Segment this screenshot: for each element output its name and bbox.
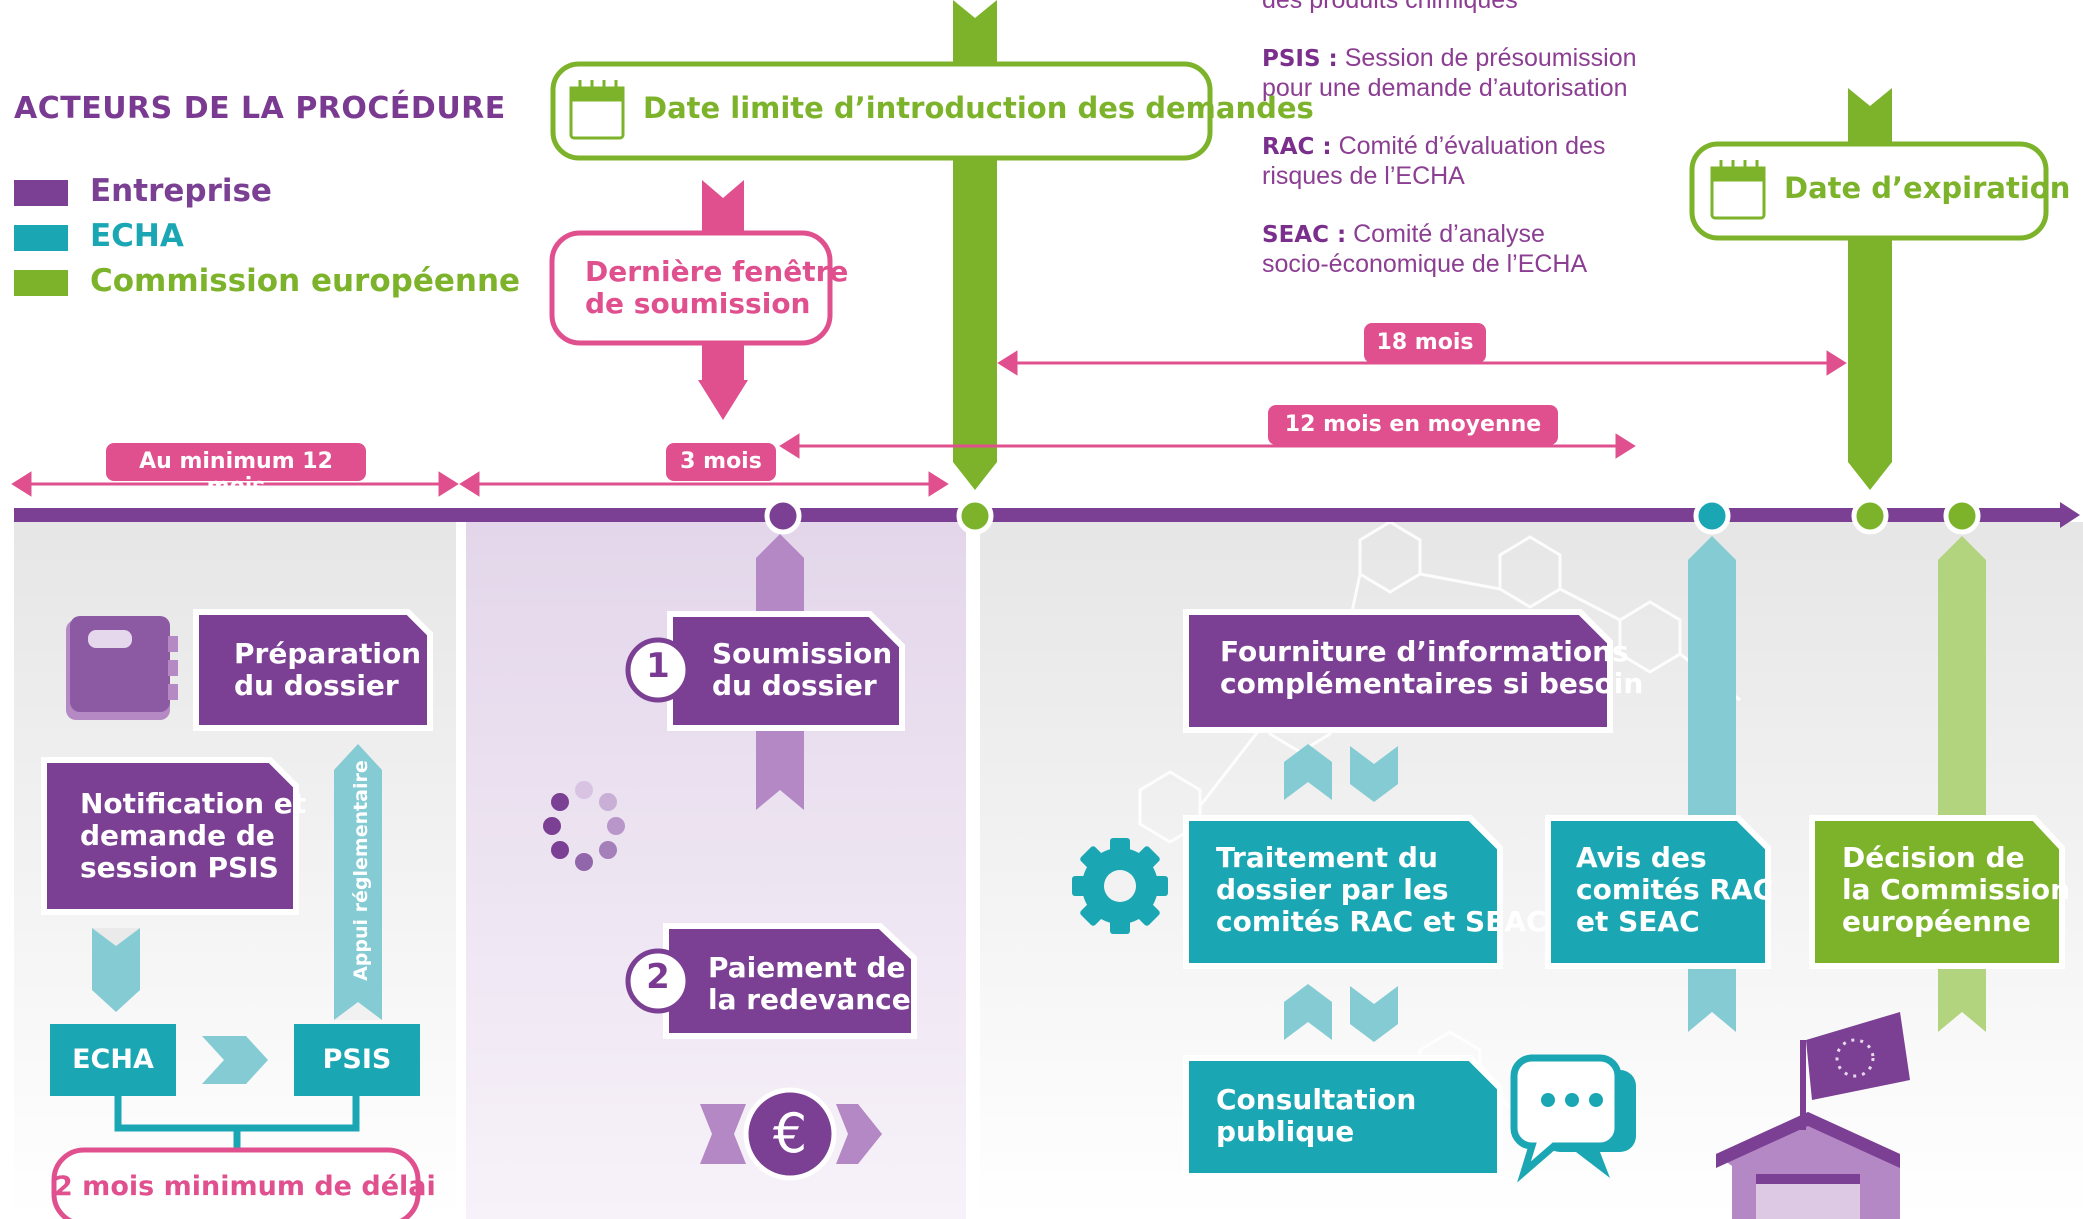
notif-box [41, 757, 299, 915]
decision-box [1809, 815, 2065, 969]
gear-icon [1072, 838, 1168, 934]
dot-submission [764, 497, 802, 535]
legend-title: ACTEURS DE LA PROCÉDURE [14, 91, 506, 126]
treat-box [1183, 815, 1503, 969]
legend-label-commission: Commission européenne [90, 263, 521, 299]
info-box [1183, 609, 1613, 733]
exchange-chevrons [1284, 744, 1398, 1042]
calendar-icon [569, 80, 1766, 220]
psis-label: PSIS [322, 1044, 392, 1075]
arrow-down-notif [92, 928, 140, 1012]
echa-to-psis-chevron [202, 1036, 268, 1084]
deadline-label: Date limite d’introduction des demandes [643, 91, 1314, 125]
svg-text:€: € [773, 1102, 807, 1165]
dot-deadline [956, 497, 994, 535]
delay-bracket [114, 1096, 360, 1150]
step-2-badge [625, 948, 691, 1014]
dot-decision [1943, 497, 1981, 535]
timeline-arrowhead [2060, 502, 2080, 528]
step-1-number: 1 [646, 646, 670, 686]
prep-box [193, 609, 433, 731]
dot-expiry [1851, 497, 1889, 535]
appui-label: Appui réglementaire [350, 760, 373, 981]
pay-box [663, 923, 917, 1039]
timeline-bar [14, 508, 2064, 522]
expiry-box [1689, 141, 2049, 241]
window-box [549, 230, 833, 346]
deadline-box [550, 61, 1213, 161]
opinion-box [1545, 815, 1771, 969]
psis-box [294, 1024, 420, 1096]
legend-swatch-commission [14, 270, 68, 296]
duration-12-avg: 12 mois en moyenne [1284, 412, 1542, 437]
eu-flag-building-icon [1716, 1012, 1910, 1219]
appui-arrow [334, 744, 382, 1020]
echa-label: ECHA [72, 1044, 154, 1075]
echa-box [50, 1024, 176, 1096]
euro-coin-icon: € [700, 1087, 882, 1181]
legend-label-echa: ECHA [90, 218, 184, 254]
legend-swatch-entreprise [14, 180, 68, 206]
dot-opinion [1693, 497, 1731, 535]
consult-box [1183, 1055, 1503, 1179]
glossary-top-fragment: des produits chimiques [1262, 0, 1518, 14]
duration-18-months: 18 mois [1376, 330, 1474, 355]
notebook-icon [66, 616, 178, 720]
step-2-number: 2 [646, 957, 670, 997]
loading-dots-icon [543, 781, 625, 871]
delay-box [51, 1147, 421, 1219]
delay-label: 2 mois minimum de délai [54, 1171, 436, 1202]
duration-3-months: 3 mois [680, 449, 762, 474]
legend-label-entreprise: Entreprise [90, 173, 272, 209]
expiry-label: Date d’expiration [1784, 171, 2071, 205]
legend-swatch-echa [14, 225, 68, 251]
step-1-badge [625, 637, 691, 703]
submit-box [667, 611, 905, 731]
chat-bubbles-icon [1510, 1054, 1636, 1183]
duration-min12: Au minimum 12 mois [139, 449, 333, 499]
